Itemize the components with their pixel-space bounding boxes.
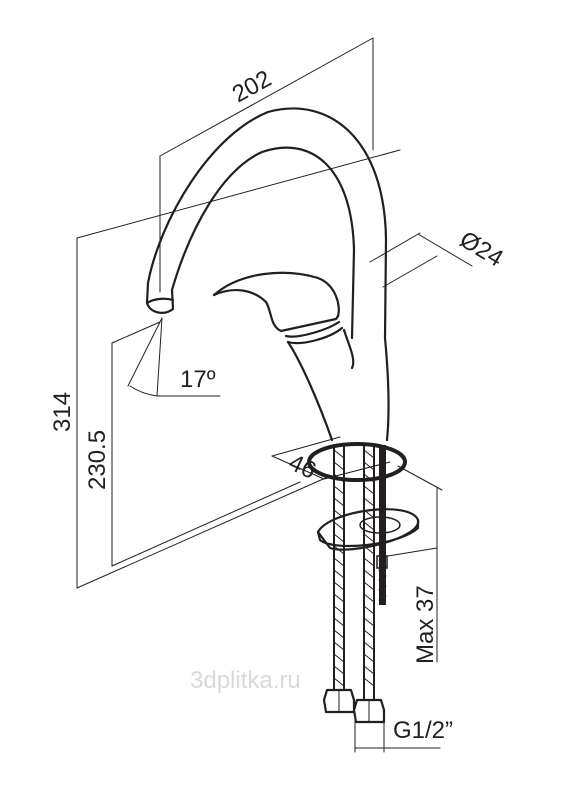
base-ring [307, 442, 407, 482]
mounting-stud [378, 445, 387, 605]
watermark: 3dplitka.ru [190, 667, 301, 694]
dimension-max37: Max 37 [387, 465, 443, 664]
faucet-lever [212, 271, 344, 345]
hose-nut-left [322, 688, 356, 714]
hose-left [333, 444, 345, 691]
faucet-body [286, 328, 390, 442]
dimension-230-5: 230.5 [84, 321, 301, 567]
dimension-202: 202 [159, 37, 374, 293]
label-thread: G1/2” [393, 717, 453, 744]
label-17deg: 17º [180, 366, 216, 393]
mounting-washer [316, 508, 420, 569]
label-202: 202 [228, 65, 276, 108]
dimension-thread: G1/2” [354, 713, 453, 753]
label-314: 314 [49, 392, 76, 432]
hose-right [363, 444, 375, 701]
label-max37: Max 37 [412, 585, 439, 664]
hose-nut-right [352, 698, 386, 724]
label-d24: Ø24 [455, 226, 508, 273]
label-230-5: 230.5 [84, 430, 111, 490]
faucet-spout [145, 107, 388, 340]
dimension-17deg: 17º [127, 317, 221, 397]
dimension-d24: Ø24 [369, 226, 508, 288]
dimension-314: 314 [49, 149, 401, 589]
